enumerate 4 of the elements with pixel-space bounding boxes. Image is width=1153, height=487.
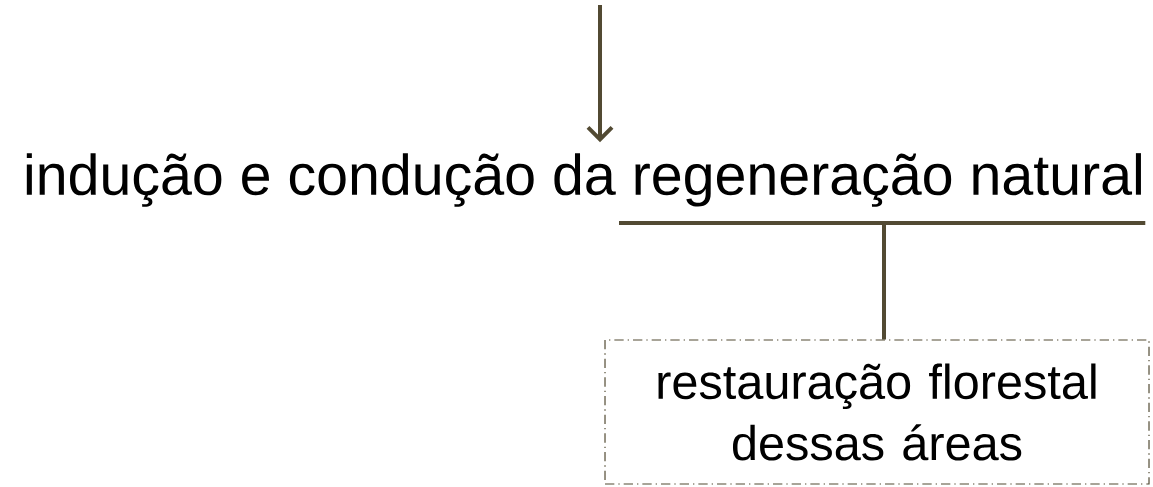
dashed-box: restauração florestal dessas áreas bbox=[604, 339, 1150, 485]
heading-text: indução e condução da regeneração natural bbox=[26, 153, 1141, 207]
connector-line bbox=[617, 221, 1148, 342]
arrow bbox=[586, 5, 614, 143]
